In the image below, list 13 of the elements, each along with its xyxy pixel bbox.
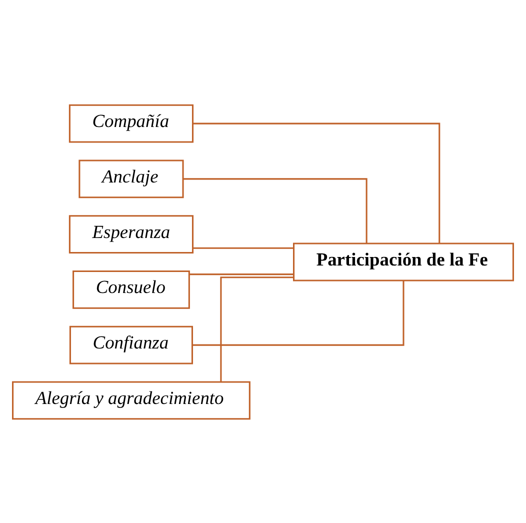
connector xyxy=(220,276,294,382)
connector xyxy=(193,246,294,248)
connector xyxy=(189,273,294,275)
node-box: Alegría y agradecimiento xyxy=(12,380,250,420)
connector xyxy=(192,280,404,346)
node-box: Confianza xyxy=(69,325,194,364)
node-box: Anclaje xyxy=(78,159,184,198)
node-box: Compañía xyxy=(68,104,194,142)
node-box: Esperanza xyxy=(68,214,194,254)
node-box: Consuelo xyxy=(72,270,190,308)
node-box: Participación de la Fe xyxy=(293,242,514,281)
connector xyxy=(192,122,440,243)
connector xyxy=(183,178,368,243)
